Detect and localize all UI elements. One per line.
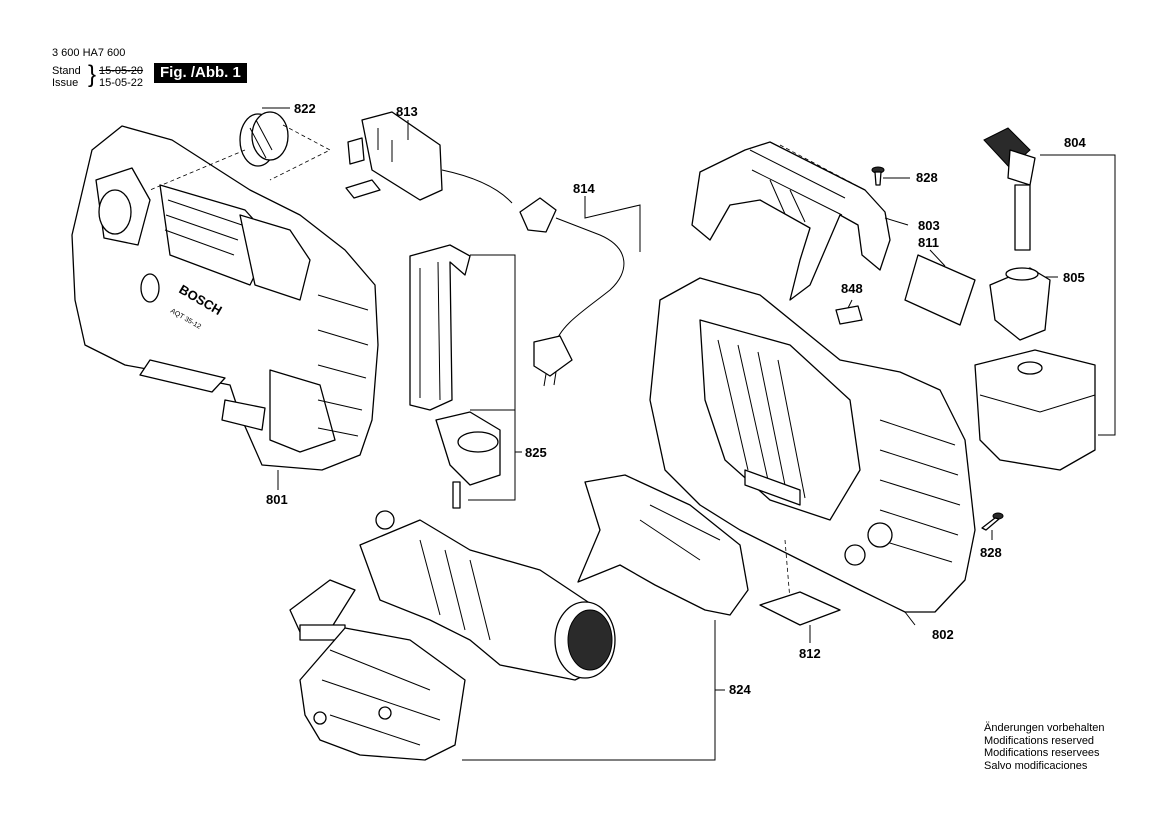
motor-shroud[interactable]: [577, 474, 749, 616]
part-label-828-side: 828: [980, 545, 1002, 560]
leader-804: [1040, 154, 1116, 436]
part-label-825: 825: [525, 445, 547, 460]
part-label-848: 848: [841, 281, 863, 296]
part-label-804: 804: [1064, 135, 1086, 150]
switch-813[interactable]: [345, 111, 513, 204]
leader-825: [468, 254, 522, 501]
issue-date: 15-05-22: [99, 77, 144, 89]
part-label-803: 803: [918, 218, 940, 233]
brace: }: [88, 61, 97, 88]
part-label-812: 812: [799, 646, 821, 661]
document-number: 3 600 HA7 600: [52, 47, 126, 59]
water-tank[interactable]: [974, 349, 1096, 471]
leader-802: [904, 611, 916, 626]
screw-828-side[interactable]: [981, 512, 1004, 531]
part-label-828-top: 828: [916, 170, 938, 185]
part-label-802: 802: [932, 627, 954, 642]
bracket-825[interactable]: [409, 244, 501, 509]
leader-824: [462, 620, 725, 761]
clip-848[interactable]: [835, 305, 863, 325]
front-housing-801[interactable]: BOSCH AQT 35-12: [71, 125, 379, 471]
part-label-805: 805: [1063, 270, 1085, 285]
note-fr: Modifications reservees: [984, 747, 1100, 759]
label-812[interactable]: [759, 591, 841, 626]
part-label-822: 822: [294, 101, 316, 116]
part-label-811: 811: [918, 235, 939, 250]
leader-848: [847, 299, 853, 309]
knob-822[interactable]: [239, 111, 289, 167]
screw-828-top[interactable]: [871, 166, 885, 186]
leader-803: [884, 217, 909, 226]
rear-housing-802[interactable]: [649, 277, 976, 613]
motor-cover[interactable]: [299, 627, 466, 761]
part-label-814: 814: [573, 181, 595, 196]
handle-803[interactable]: [691, 141, 891, 301]
label-811[interactable]: [904, 254, 976, 326]
leader-814: [584, 196, 641, 252]
note-de: Änderungen vorbehalten: [984, 722, 1105, 734]
part-label-801: 801: [266, 492, 288, 507]
power-cord-814[interactable]: [519, 197, 625, 387]
modification-notes: Änderungen vorbehalten Modifications res…: [984, 722, 1104, 772]
note-en: Modifications reserved: [984, 734, 1095, 747]
leader-811: [929, 249, 946, 267]
stand-label: Stand: [52, 65, 81, 77]
figure-label: Fig. /Abb. 1: [154, 63, 247, 83]
stand-date: 15-05-20: [99, 65, 144, 77]
note-es: Salvo modificaciones: [984, 759, 1088, 772]
part-label-813: 813: [396, 104, 418, 119]
issue-label: Issue: [52, 77, 79, 89]
cap-805[interactable]: [989, 267, 1051, 341]
nozzle-804[interactable]: [983, 127, 1036, 251]
part-label-824: 824: [729, 682, 751, 697]
